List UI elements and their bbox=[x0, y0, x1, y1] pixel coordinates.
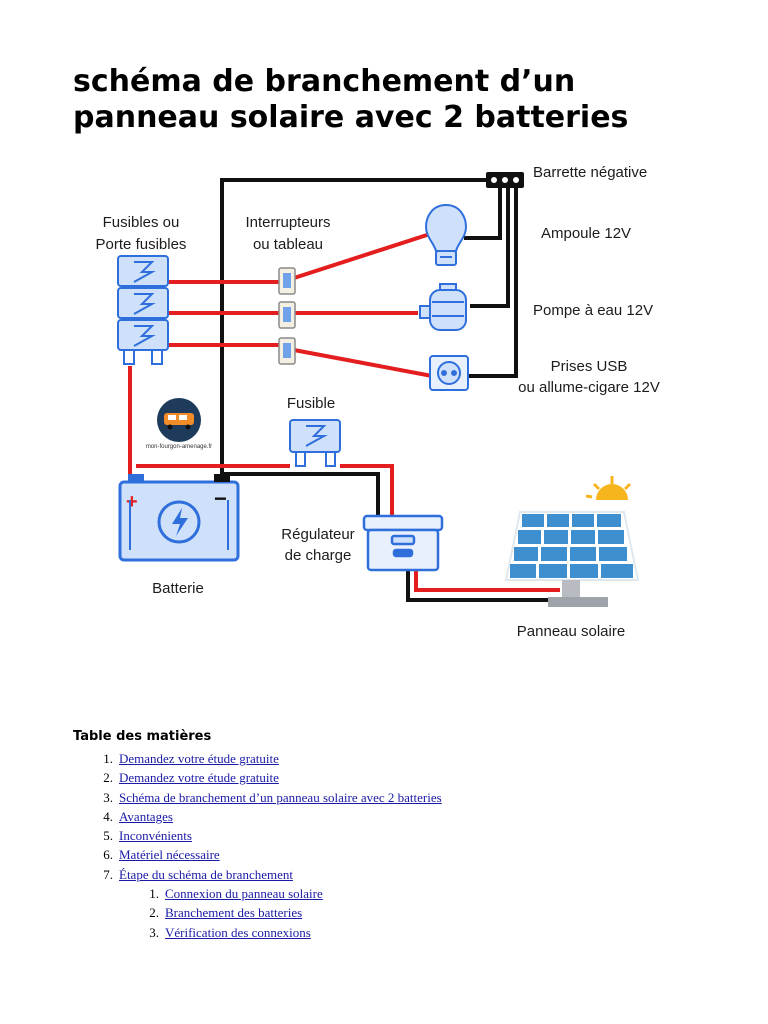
toc-subitem: 3.Vérification des connexions bbox=[73, 923, 442, 942]
single-fuse-icon bbox=[289, 419, 341, 467]
charge-regulator-icon bbox=[362, 514, 444, 572]
toc-subitem: 1.Connexion du panneau solaire bbox=[73, 884, 442, 903]
toc-link[interactable]: Schéma de branchement d’un panneau solai… bbox=[119, 789, 442, 805]
label-battery: Batterie bbox=[152, 580, 204, 597]
toc-link[interactable]: Avantages bbox=[119, 808, 173, 824]
label-fuses-2: Porte fusibles bbox=[96, 236, 187, 253]
label-pump: Pompe à eau 12V bbox=[533, 302, 653, 319]
table-of-contents: 1.Demandez votre étude gratuite 2.Demand… bbox=[73, 749, 442, 942]
svg-text:−: − bbox=[214, 486, 227, 511]
toc-sublink[interactable]: Connexion du panneau solaire bbox=[165, 886, 323, 902]
negative-wires bbox=[220, 178, 560, 602]
label-bulb: Ampoule 12V bbox=[541, 225, 631, 242]
van-logo: mon-fourgon-amenage.fr bbox=[146, 398, 212, 450]
toc-link[interactable]: Demandez votre étude gratuite bbox=[119, 751, 279, 766]
wiring-diagram: mon-fourgon-amenage.fr + − bbox=[96, 164, 660, 640]
page-title: schéma de branchement d’un panneau solai… bbox=[73, 64, 629, 135]
toc-link[interactable]: Inconvénients bbox=[119, 828, 192, 844]
negative-bus-bar bbox=[486, 172, 524, 188]
bulb-icon bbox=[424, 203, 468, 266]
toc-subitem: 2.Branchement des batteries bbox=[73, 903, 442, 922]
svg-text:+: + bbox=[126, 491, 138, 513]
toc-sublink[interactable]: Branchement des batteries bbox=[165, 905, 303, 921]
battery-icon: + − bbox=[118, 474, 240, 562]
toc-link[interactable]: Matériel nécessaire bbox=[119, 847, 220, 863]
label-regulator-1: Régulateur bbox=[281, 526, 354, 543]
toc-item: 3.Schéma de branchement d’un panneau sol… bbox=[73, 788, 442, 807]
toc-item: 1.Demandez votre étude gratuite bbox=[73, 749, 442, 768]
positive-wires bbox=[128, 232, 560, 592]
label-solar-panel: Panneau solaire bbox=[517, 623, 625, 640]
toc-item: 6.Matériel nécessaire bbox=[73, 845, 442, 864]
label-fuses-1: Fusibles ou bbox=[103, 214, 180, 231]
label-switches-1: Interrupteurs bbox=[245, 214, 330, 231]
switch-icons bbox=[278, 267, 296, 365]
label-usb-2: ou allume-cigare 12V bbox=[518, 379, 660, 396]
fuse-holder-icon bbox=[117, 255, 169, 365]
solar-panel-icon bbox=[504, 476, 640, 607]
toc-item: 4.Avantages bbox=[73, 807, 442, 826]
usb-socket-icon bbox=[429, 355, 469, 391]
label-usb-1: Prises USB bbox=[551, 358, 628, 375]
toc-item: 5.Inconvénients bbox=[73, 826, 442, 845]
svg-text:mon-fourgon-amenage.fr: mon-fourgon-amenage.fr bbox=[146, 444, 212, 450]
toc-link[interactable]: Étape du schéma de branchement bbox=[119, 866, 293, 882]
label-negative-bar: Barrette négative bbox=[533, 164, 647, 181]
label-switches-2: ou tableau bbox=[253, 236, 323, 253]
diagram-labels: Fusibles ou Porte fusibles Interrupteurs… bbox=[96, 164, 660, 640]
water-pump-icon bbox=[419, 283, 467, 331]
toc-heading: Table des matières bbox=[73, 729, 212, 744]
toc-item: 2.Demandez votre étude gratuite bbox=[73, 768, 442, 787]
label-regulator-2: de charge bbox=[285, 547, 352, 564]
toc-sublink[interactable]: Vérification des connexions bbox=[165, 924, 311, 940]
toc-item: 7.Étape du schéma de branchement bbox=[73, 865, 442, 884]
label-single-fuse: Fusible bbox=[287, 395, 335, 412]
toc-link[interactable]: Demandez votre étude gratuite bbox=[119, 770, 279, 786]
